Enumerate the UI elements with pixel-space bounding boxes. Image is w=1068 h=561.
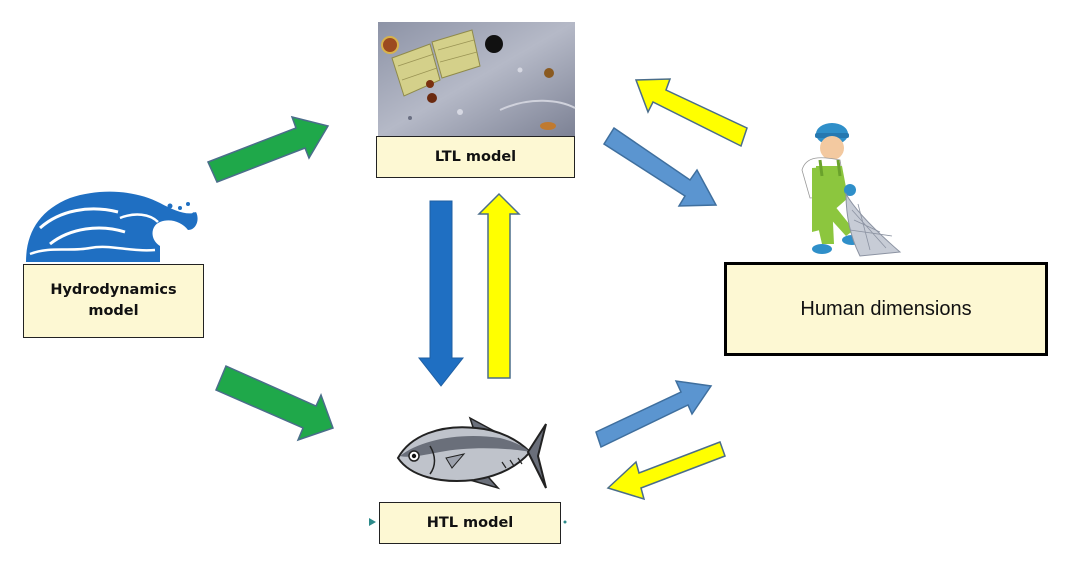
hydrodynamics-model-label-line1: Hydrodynamics	[50, 282, 177, 298]
wave-icon	[26, 191, 198, 262]
htl-model-label: HTL model	[426, 514, 514, 531]
arrow-human-to-htl	[606, 441, 726, 501]
hydrodynamics-model-box: Hydrodynamics model	[23, 264, 204, 338]
hydrodynamics-model-label-line2: model	[88, 303, 139, 319]
arrow-htl-to-human	[595, 380, 713, 449]
arrows	[206, 78, 748, 526]
arrow-hydro-to-ltl	[206, 115, 330, 183]
connector-marker-right	[563, 520, 567, 524]
arrow-hydro-to-htl	[215, 365, 334, 442]
arrow-human-to-ltl	[634, 78, 748, 148]
htl-model-box: HTL model	[379, 502, 561, 544]
human-dimensions-label: Human dimensions	[800, 297, 972, 320]
fisherman-icon	[801, 123, 902, 257]
arrow-htl-to-ltl	[477, 192, 521, 379]
tuna-fish-icon	[396, 416, 547, 490]
arrow-ltl-to-htl	[417, 200, 465, 387]
ltl-model-label: LTL model	[434, 148, 517, 165]
plankton-photo	[378, 22, 576, 136]
human-dimensions-box: Human dimensions	[724, 262, 1048, 356]
plankton-photo-frame	[378, 22, 575, 136]
connector-marker-left	[369, 518, 376, 526]
arrow-ltl-to-human	[602, 126, 718, 207]
ltl-model-box: LTL model	[376, 136, 575, 178]
